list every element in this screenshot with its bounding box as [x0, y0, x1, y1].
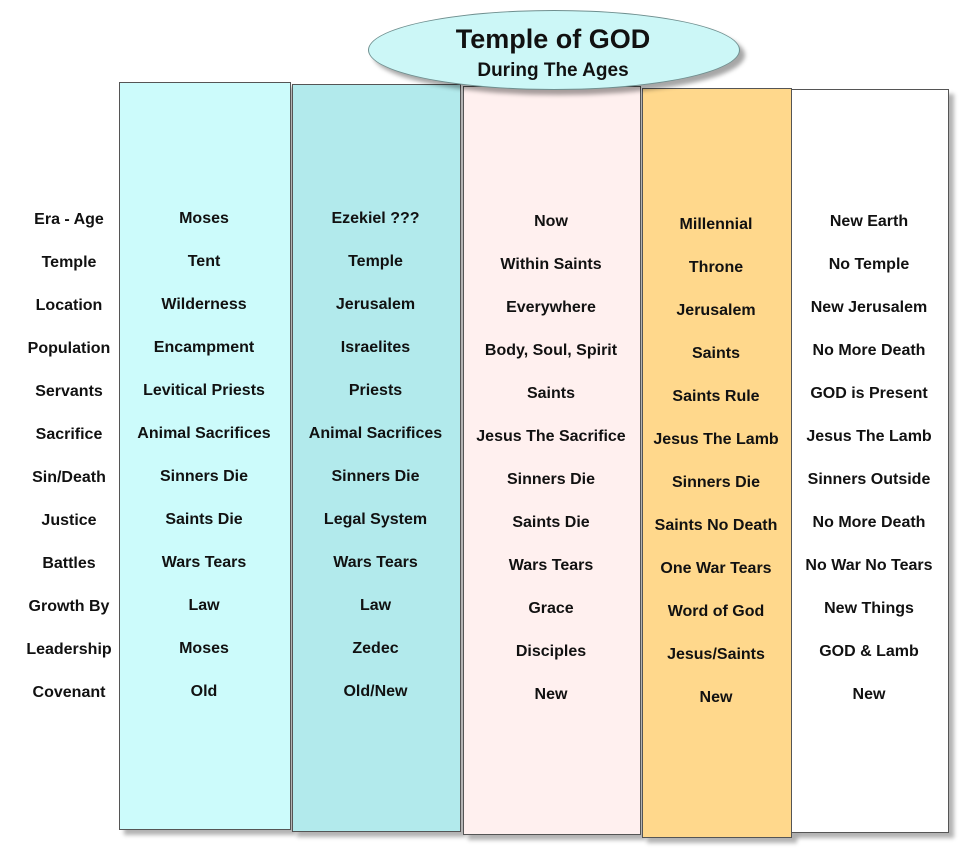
cell-col4: Saints: [691, 345, 740, 362]
row-label: Battles: [42, 555, 96, 572]
cell-col4: New: [699, 689, 733, 706]
cell-col4: Saints Rule: [672, 388, 760, 405]
cell-col2: Law: [359, 597, 392, 614]
row-label: Servants: [35, 383, 103, 400]
cell-col3: Saints: [526, 385, 575, 402]
title-oval: [368, 10, 740, 90]
cell-col2: Sinners Die: [331, 468, 420, 485]
cell-col5: New Jerusalem: [810, 299, 928, 316]
cell-col1: Moses: [179, 640, 229, 657]
column-1: [119, 82, 291, 830]
cell-col2: Jerusalem: [335, 296, 416, 313]
column-5: [791, 89, 949, 833]
cell-col2: Legal System: [323, 511, 428, 528]
cell-col2: Temple: [348, 253, 403, 270]
column-3: [463, 86, 641, 835]
cell-col5: GOD & Lamb: [819, 643, 919, 660]
cell-col5: No Temple: [828, 256, 910, 273]
cell-col4: Jesus/Saints: [667, 646, 765, 663]
cell-col4: Word of God: [667, 603, 765, 620]
page-subtitle: During The Ages: [477, 60, 629, 81]
column-4: [642, 88, 792, 838]
cell-col3: Within Saints: [500, 256, 602, 273]
page-title: Temple of GOD: [455, 24, 651, 54]
cell-col1: Sinners Die: [159, 468, 249, 485]
row-label: Growth By: [28, 598, 110, 615]
cell-col4: Sinners Die: [671, 474, 761, 491]
cell-col1: Levitical Priests: [143, 382, 265, 399]
cell-col2: Ezekiel ???: [331, 210, 420, 227]
cell-col4: Saints No Death: [654, 517, 778, 534]
row-label: Sacrifice: [35, 426, 103, 443]
row-label: Justice: [41, 512, 97, 529]
cell-col2: Israelites: [340, 339, 411, 356]
row-label: Leadership: [26, 641, 112, 658]
cell-col1: Tent: [187, 253, 221, 270]
cell-col3: Now: [534, 213, 568, 230]
cell-col1: Law: [188, 597, 220, 614]
row-label: Temple: [41, 254, 97, 271]
cell-col2: Old/New: [343, 683, 408, 700]
cell-col3: Sinners Die: [506, 471, 596, 488]
cell-col1: Moses: [179, 210, 229, 227]
cell-col1: Saints Die: [165, 511, 243, 528]
cell-col5: New Earth: [829, 213, 909, 230]
cell-col2: Animal Sacrifices: [308, 425, 443, 442]
row-label: Location: [35, 297, 103, 314]
cell-col2: Priests: [348, 382, 403, 399]
cell-col4: Throne: [688, 259, 744, 276]
row-label: Era - Age: [34, 211, 104, 228]
cell-col4: Jerusalem: [676, 302, 756, 319]
cell-col5: Jesus The Lamb: [806, 428, 932, 445]
cell-col2: Zedec: [352, 640, 399, 657]
cell-col3: Everywhere: [506, 299, 596, 316]
cell-col3: Saints Die: [512, 514, 590, 531]
cell-col3: Grace: [528, 600, 574, 617]
row-label: Sin/Death: [32, 469, 106, 486]
cell-col1: Encampment: [153, 339, 255, 356]
cell-col5: Sinners Outside: [807, 471, 931, 488]
cell-col5: New: [852, 686, 886, 703]
cell-col5: No War No Tears: [805, 557, 933, 574]
cell-col3: Disciples: [515, 643, 587, 660]
cell-col1: Animal Sacrifices: [137, 425, 271, 442]
cell-col5: GOD is Present: [810, 385, 928, 402]
cell-col1: Wilderness: [161, 296, 247, 313]
cell-col3: New: [534, 686, 568, 703]
cell-col3: Body, Soul, Spirit: [484, 342, 618, 359]
cell-col2: Wars Tears: [333, 554, 418, 571]
cell-col5: New Things: [824, 600, 914, 617]
cell-col5: No More Death: [812, 514, 926, 531]
cell-col4: Jesus The Lamb: [653, 431, 779, 448]
cell-col4: One War Tears: [660, 560, 772, 577]
cell-col3: Wars Tears: [508, 557, 594, 574]
column-2: [292, 84, 461, 832]
row-label: Population: [27, 340, 111, 357]
cell-col1: Old: [190, 683, 218, 700]
cell-col3: Jesus The Sacrifice: [476, 428, 626, 445]
cell-col4: Millennial: [679, 216, 753, 233]
cell-col1: Wars Tears: [161, 554, 247, 571]
row-label: Covenant: [32, 684, 106, 701]
cell-col5: No More Death: [812, 342, 926, 359]
